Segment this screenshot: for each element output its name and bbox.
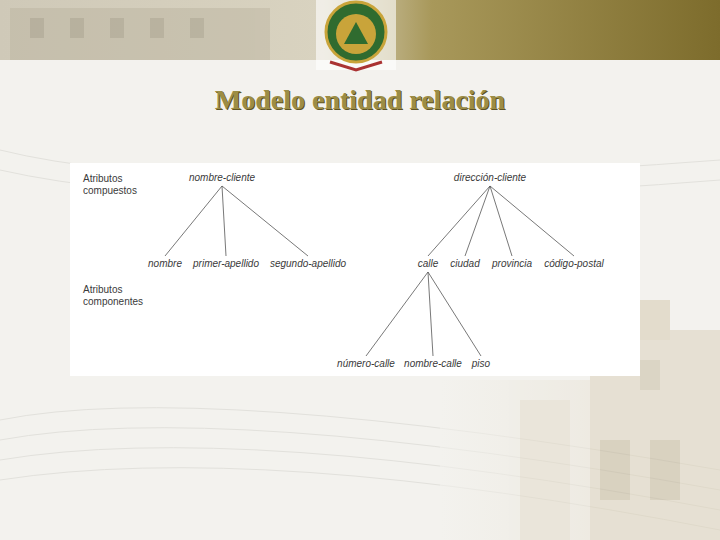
logo [316, 0, 396, 70]
attribute-name: nombre [146, 257, 184, 271]
attribute-name: nombre-cliente [187, 171, 257, 185]
attribute-text: ciudad [450, 258, 479, 269]
attribute-name: código-postal [542, 257, 605, 271]
attribute-name: dirección-cliente [452, 171, 528, 185]
figure-panel [70, 163, 640, 376]
attribute-name: nombre-calle [402, 357, 464, 371]
banner-building [10, 8, 270, 60]
tree-line [428, 186, 490, 256]
attribute-text: número-calle [337, 358, 395, 369]
faint-lines [0, 150, 720, 530]
attribute-text: segundo-apellido [270, 258, 346, 269]
attribute-text: primer-apellido [193, 258, 259, 269]
row-label: Atributos componentes [83, 284, 147, 308]
attribute-name: número-calle [335, 357, 397, 371]
row-label: Atributos compuestos [83, 173, 147, 197]
tree-line [165, 186, 222, 256]
tree-line [490, 186, 574, 256]
attribute-name: segundo-apellido [268, 257, 348, 271]
tree-line [366, 272, 428, 356]
attribute-name: provincia [490, 257, 534, 271]
tree-line [222, 186, 226, 256]
tree-line [222, 186, 308, 256]
attribute-text: nombre-cliente [189, 172, 255, 183]
attribute-name: piso [470, 357, 492, 371]
tree-line [428, 272, 433, 356]
attribute-text: calle [418, 258, 439, 269]
tree-line [465, 186, 490, 256]
attribute-text: dirección-cliente [454, 172, 526, 183]
tree-line [428, 272, 481, 356]
tree-line [490, 186, 512, 256]
slide-title: Modelo entidad relación [0, 84, 720, 116]
attribute-name: calle [416, 257, 441, 271]
attribute-text: nombre-calle [404, 358, 462, 369]
attribute-name: ciudad [448, 257, 481, 271]
attribute-text: código-postal [544, 258, 603, 269]
attribute-text: nombre [148, 258, 182, 269]
attribute-text: piso [472, 358, 490, 369]
attribute-name: primer-apellido [191, 257, 261, 271]
attribute-text: provincia [492, 258, 532, 269]
